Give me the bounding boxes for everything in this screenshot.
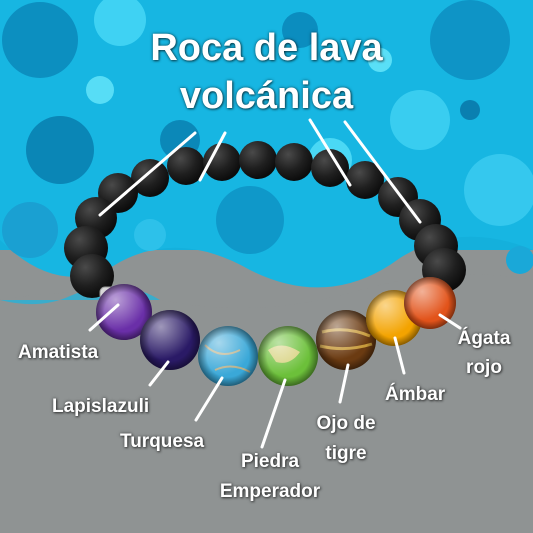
label-emperador: Emperador bbox=[219, 481, 321, 502]
lava-rock-beads bbox=[64, 141, 466, 298]
title-line-2: volcánica bbox=[179, 75, 354, 117]
label-tigre: tigre bbox=[325, 443, 367, 464]
chakra-stones bbox=[96, 277, 456, 386]
title-line-1: Roca de lava bbox=[150, 27, 383, 69]
label-amatista: Amatista bbox=[18, 342, 99, 363]
label-ojo-de: Ojo de bbox=[316, 413, 376, 434]
label-rojo: rojo bbox=[466, 357, 502, 378]
label-turquesa: Turquesa bbox=[120, 431, 205, 452]
label-agata: Ágata bbox=[457, 328, 511, 349]
leader-lines bbox=[88, 118, 462, 449]
label-ambar: Ámbar bbox=[385, 384, 446, 405]
label-piedra: Piedra bbox=[240, 451, 300, 472]
label-lapislazuli: Lapislazuli bbox=[52, 396, 150, 417]
